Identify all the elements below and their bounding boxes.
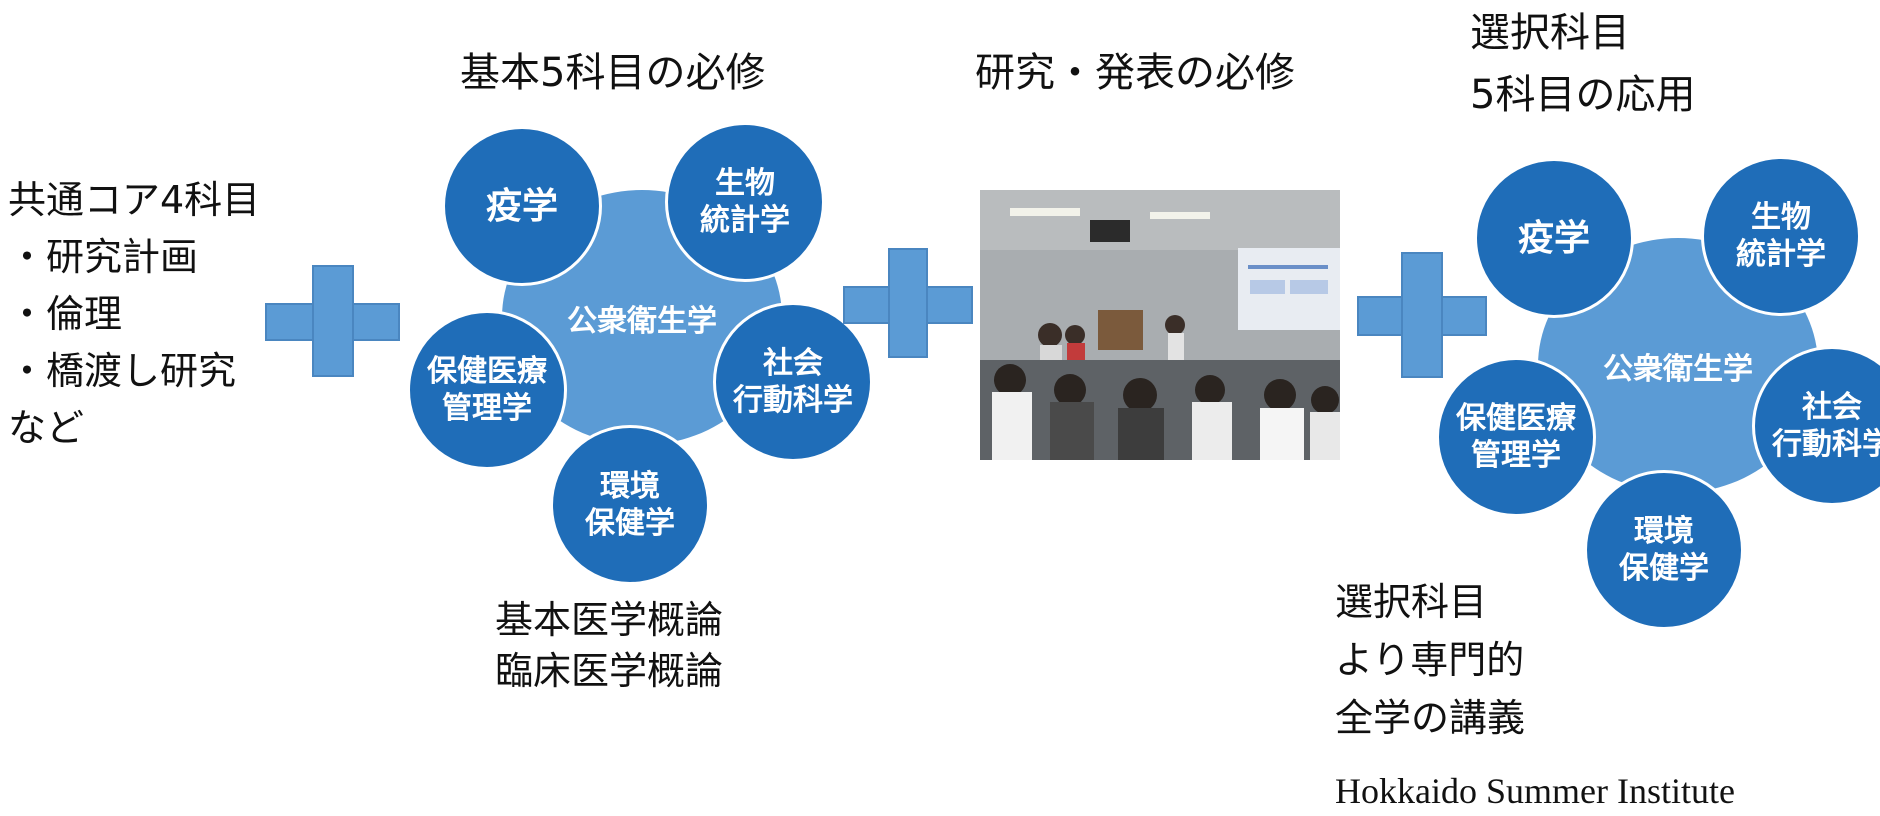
- cluster2-diagram: 公衆衛生学 疫学 生物 統計学 社会 行動科学 環境 保健学 保健医療 管理学: [0, 0, 1880, 630]
- cluster2-biostatistics-circle: 生物 統計学: [1701, 156, 1861, 316]
- cluster2-social-circle: 社会 行動科学: [1752, 346, 1880, 506]
- cluster2-heading: 選択科目 5科目の応用: [1470, 10, 1696, 118]
- cluster2-epidemiology-circle: 疫学: [1474, 158, 1634, 318]
- core-subjects-block: 共通コア4科目 ・研究計画 ・倫理 ・橋渡し研究 など: [8, 172, 260, 457]
- cluster1-epidemiology-circle: 疫学: [442, 126, 602, 286]
- cluster2-center-label: 公衆衛生学: [1603, 351, 1753, 387]
- cluster2-environment-circle: 環境 保健学: [1584, 470, 1744, 630]
- elective-advanced-block: 選択科目 より専門的 全学の講義: [1335, 580, 1526, 740]
- core-subject-item: ・倫理: [8, 292, 123, 336]
- institute-label: Hokkaido Summer Institute: [1335, 771, 1735, 811]
- plus-icon: [1357, 252, 1487, 378]
- core-subject-item: など: [8, 406, 85, 450]
- research-heading: 研究・発表の必修: [975, 50, 1295, 96]
- plus-icon: [265, 265, 400, 377]
- cluster1-footnote: 基本医学概論 臨床医学概論: [495, 598, 724, 694]
- core-subject-item: ・研究計画: [8, 235, 199, 279]
- cluster1-environment-circle: 環境 保健学: [550, 425, 710, 585]
- cluster1-heading: 基本5科目の必修: [460, 50, 766, 96]
- cluster2-health-mgmt-circle: 保健医療 管理学: [1436, 357, 1596, 517]
- core-subjects-title: 共通コア4科目: [8, 178, 261, 222]
- cluster1-diagram: 公衆衛生学 疫学 生物 統計学 社会 行動科学 環境 保健学 保健医療 管理学: [0, 0, 873, 585]
- cluster1-biostatistics-circle: 生物 統計学: [665, 122, 825, 282]
- plus-icon: [843, 248, 973, 358]
- core-subject-item: ・橋渡し研究: [8, 349, 237, 393]
- cluster1-health-mgmt-circle: 保健医療 管理学: [407, 310, 567, 470]
- cluster1-social-circle: 社会 行動科学: [713, 302, 873, 462]
- classroom-photo: [980, 190, 1340, 460]
- cluster1-center-label: 公衆衛生学: [567, 303, 717, 339]
